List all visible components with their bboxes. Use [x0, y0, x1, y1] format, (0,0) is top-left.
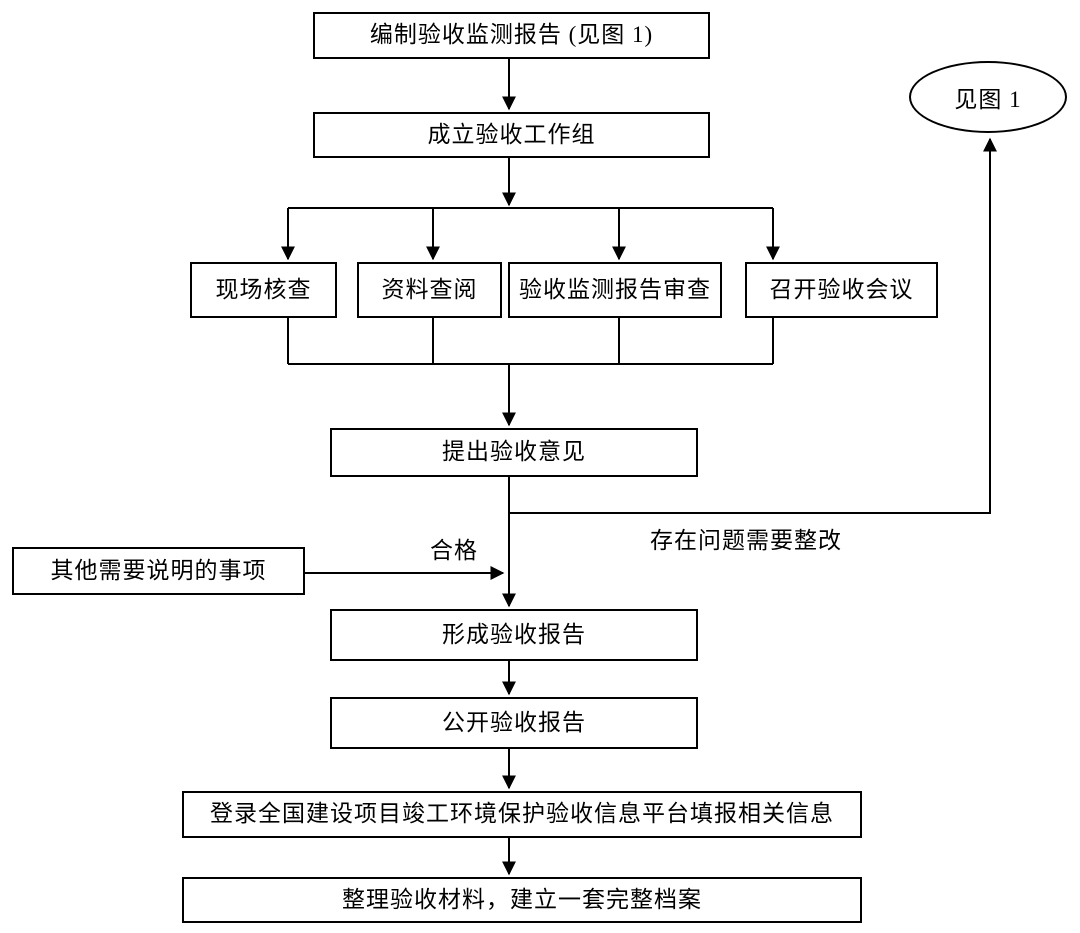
node-acceptance-meeting: 召开验收会议 [745, 262, 938, 318]
terminator-see-figure-1: 见图 1 [909, 61, 1067, 133]
node-publish-acceptance-report: 公开验收报告 [330, 697, 698, 749]
node-acceptance-opinion: 提出验收意见 [330, 428, 698, 477]
edge-label-pass: 合格 [430, 538, 478, 563]
node-form-acceptance-group: 成立验收工作组 [313, 112, 710, 158]
node-site-check: 现场核查 [190, 262, 337, 318]
node-platform-filing: 登录全国建设项目竣工环境保护验收信息平台填报相关信息 [182, 791, 862, 838]
node-monitoring-report-review: 验收监测报告审查 [508, 262, 722, 318]
node-form-acceptance-report: 形成验收报告 [330, 609, 698, 661]
edge-label-rectify: 存在问题需要整改 [650, 528, 842, 553]
node-other-matters: 其他需要说明的事项 [12, 547, 305, 595]
node-data-review: 资料查阅 [357, 262, 502, 318]
node-archive-materials: 整理验收材料，建立一套完整档案 [182, 877, 862, 923]
node-compile-monitoring-report: 编制验收监测报告 (见图 1) [313, 12, 710, 59]
